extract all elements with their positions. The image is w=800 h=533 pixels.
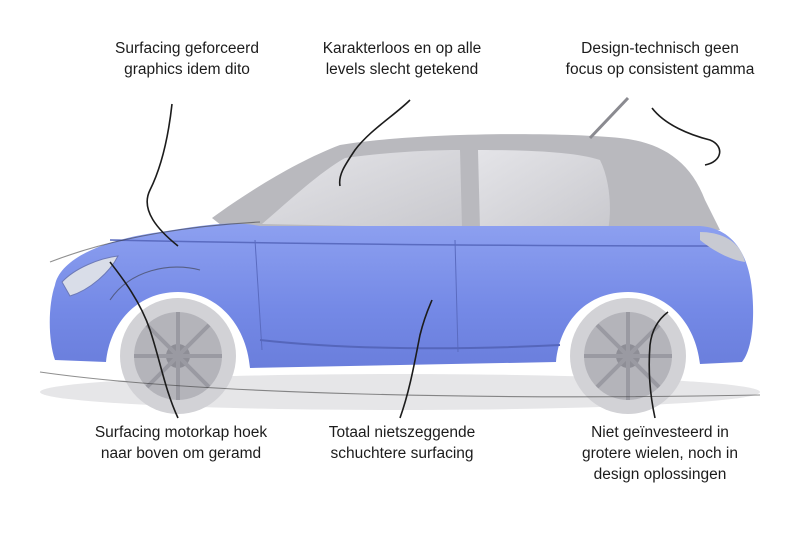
car-body [49,223,754,368]
annotation-bottom-center: Totaal nietszeggende schuchtere surfacin… [328,424,476,462]
annotation-bottom-right: Niet geïnvesteerd in grotere wielen, noc… [582,424,738,483]
pointer-line-bottom-right [648,311,669,419]
annotation-top-left: Surfacing geforceerd graphics idem dito [115,40,259,78]
pointer-line-top-center [338,99,411,187]
pointer-line-top-right [651,107,721,166]
car-rear-window [478,150,610,230]
headlight [61,255,119,297]
front-wheel [120,298,236,414]
door-line-front [254,239,263,351]
annotation-top-right: Design-technisch geen focus op consisten… [565,40,755,78]
annotation-bottom-left: Surfacing motorkap hoek naar boven om ge… [94,424,268,462]
sill-line [259,339,561,350]
pointer-line-bottom-center [399,299,433,419]
sketch-overlay [39,221,761,398]
pointer-line-bottom-left [109,261,179,419]
belt-line [109,239,736,247]
antenna [588,96,630,140]
car-windows [262,150,462,228]
door-line-rear [454,239,459,353]
pointer-line-top-left [146,103,179,247]
annotation-top-center: Karakterloos en op alle levels slecht ge… [322,40,482,78]
tail-light [700,232,745,262]
